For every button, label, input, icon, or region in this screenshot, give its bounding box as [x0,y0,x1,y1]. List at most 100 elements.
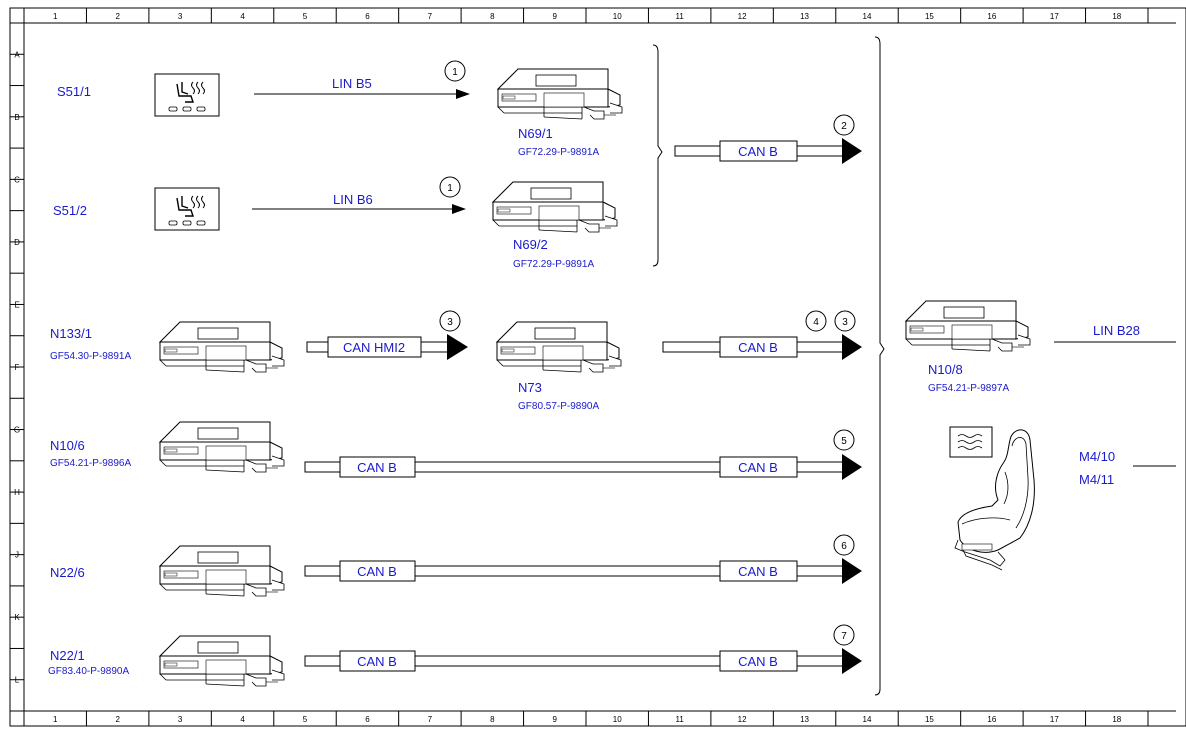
n10-8-label: N10/8 [928,362,963,377]
column-label: 5 [303,12,308,21]
marker-7: 7 [841,631,847,642]
row-label: L [15,676,20,685]
row-label: D [14,238,20,247]
marker-4-circle [805,310,827,332]
marker-6: 6 [841,541,847,552]
marker-1-circle [439,176,461,198]
marker-5: 5 [841,436,847,447]
row-label: A [14,50,20,59]
column-label: 17 [1050,715,1059,724]
n10-6-ref: GF54.21-P-9896A [50,458,131,469]
seat-icon [949,426,1035,571]
can-b-label: CAN B [738,654,778,669]
column-label: 12 [738,12,747,21]
column-label: 10 [613,12,622,21]
column-label: 14 [863,715,872,724]
column-label: 3 [178,715,183,724]
column-label: 16 [987,12,996,21]
seat-heating-switch-icon [154,187,220,231]
row-label: G [14,426,20,435]
column-label: 9 [553,12,558,21]
marker-3-circle [439,310,461,332]
n69-1-ref: GF72.29-P-9891A [518,147,599,158]
row-label: B [14,113,19,122]
n133-1-ref: GF54.30-P-9891A [50,351,131,362]
column-label: 2 [115,12,120,21]
marker-1: 1 [452,67,458,78]
n22-1-ref: GF83.40-P-9890A [48,666,129,677]
marker-5-circle [833,429,855,451]
marker-2-circle [833,114,855,136]
column-label: 8 [490,715,495,724]
marker-3: 3 [842,317,848,328]
row-label: J [15,551,19,560]
column-label: 13 [800,715,809,724]
s51-1-label: S51/1 [57,84,91,99]
group-brace-large [874,36,885,696]
column-label: 8 [490,12,495,21]
marker-3: 3 [447,317,453,328]
marker-4: 4 [813,317,819,328]
n10-8-ref: GF54.21-P-9897A [928,383,1009,394]
can-b-label: CAN B [357,460,397,475]
marker-3-circle [834,310,856,332]
n69-2-ref: GF72.29-P-9891A [513,259,594,270]
column-label: 9 [553,715,558,724]
column-label: 13 [800,12,809,21]
column-label: 17 [1050,12,1059,21]
ruler-ticks [10,8,1087,726]
marker-2: 2 [841,121,847,132]
row-label: C [14,175,20,184]
column-label: 14 [863,12,872,21]
m4-10-label: M4/10 [1079,449,1115,464]
row-label: F [15,363,20,372]
n10-6-label: N10/6 [50,438,85,453]
column-label: 7 [428,12,433,21]
column-label: 1 [53,715,58,724]
column-label: 18 [1112,12,1121,21]
column-label: 16 [987,715,996,724]
seat-heating-switch-icon [154,73,220,117]
marker-1-circle [444,60,466,82]
column-label: 15 [925,12,934,21]
marker-7-circle [833,624,855,646]
can-b-label: CAN B [738,564,778,579]
column-label: 6 [365,12,370,21]
group-brace-small [652,44,663,267]
lin-b6-label: LIN B6 [333,192,373,207]
lin-b5-label: LIN B5 [332,76,372,91]
column-label: 18 [1112,715,1121,724]
n22-1-label: N22/1 [50,648,85,663]
can-b-label: CAN B [357,564,397,579]
n73-ref: GF80.57-P-9890A [518,401,599,412]
marker-1: 1 [447,183,453,194]
column-label: 12 [738,715,747,724]
column-label: 4 [240,715,245,724]
can-b-label: CAN B [738,460,778,475]
column-label: 1 [53,12,58,21]
n69-2-label: N69/2 [513,237,548,252]
column-label: 10 [613,715,622,724]
m4-11-label: M4/11 [1079,472,1114,487]
can-b-label: CAN B [357,654,397,669]
column-label: 4 [240,12,245,21]
can-hmi2-label: CAN HMI2 [343,340,405,355]
column-label: 7 [428,715,433,724]
column-label: 5 [303,715,308,724]
column-label: 6 [365,715,370,724]
n22-6-label: N22/6 [50,565,85,580]
row-label: K [14,613,20,622]
column-label: 15 [925,715,934,724]
can-b-label: CAN B [738,144,778,159]
row-labels: A B C D E F G H J K L [14,50,20,684]
row-label: H [14,488,20,497]
n133-1-label: N133/1 [50,326,92,341]
column-label: 2 [115,715,120,724]
s51-2-label: S51/2 [53,203,87,218]
marker-6-circle [833,534,855,556]
column-label: 3 [178,12,183,21]
row-label: E [14,300,19,309]
lin-b28-label: LIN B28 [1093,323,1140,338]
